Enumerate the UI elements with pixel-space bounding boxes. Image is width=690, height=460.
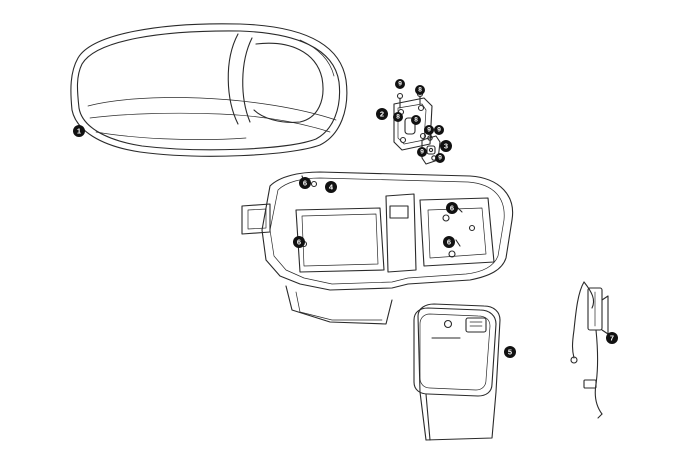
callout-9-b: 9 <box>424 125 434 135</box>
callout-9-c: 9 <box>434 125 444 135</box>
storage-tray-part <box>241 171 514 325</box>
callout-5: 5 <box>504 346 516 358</box>
callout-6-b: 6 <box>446 202 458 214</box>
callout-7: 7 <box>606 332 618 344</box>
callout-4: 4 <box>325 181 337 193</box>
callout-3: 3 <box>440 140 452 152</box>
seat-part <box>70 23 348 157</box>
callout-9-e: 9 <box>435 153 445 163</box>
callout-7-label: 7 <box>610 334 614 343</box>
callout-6-a: 6 <box>299 177 311 189</box>
callout-8-a: 8 <box>415 85 425 95</box>
callout-8-c-label: 8 <box>414 117 418 124</box>
callout-2: 2 <box>376 108 388 120</box>
cable-part <box>570 281 609 419</box>
callout-6-a-label: 6 <box>303 179 307 188</box>
callout-8-b: 8 <box>393 112 403 122</box>
callout-8-c: 8 <box>411 115 421 125</box>
callout-5-label: 5 <box>508 348 512 357</box>
callout-3-label: 3 <box>444 142 448 151</box>
callout-1: 1 <box>73 125 85 137</box>
callout-9-d: 9 <box>417 147 427 157</box>
callout-6-d: 6 <box>443 236 455 248</box>
callout-8-a-label: 8 <box>418 87 422 94</box>
callout-8-b-label: 8 <box>396 114 400 121</box>
callout-9-a-label: 9 <box>398 81 402 88</box>
callout-9-b-label: 9 <box>427 127 431 134</box>
callout-6-c-label: 6 <box>297 238 301 247</box>
callout-6-d-label: 6 <box>447 238 451 247</box>
callout-9-c-label: 9 <box>437 127 441 134</box>
callout-1-label: 1 <box>77 127 81 136</box>
callout-4-label: 4 <box>329 183 334 192</box>
callout-9-d-label: 9 <box>420 149 424 156</box>
callout-6-c: 6 <box>293 236 305 248</box>
callout-2-label: 2 <box>380 110 384 119</box>
cover-panel-part <box>413 303 501 441</box>
callout-9-a: 9 <box>395 79 405 89</box>
callout-9-e-label: 9 <box>438 155 442 162</box>
callout-6-b-label: 6 <box>450 204 454 213</box>
